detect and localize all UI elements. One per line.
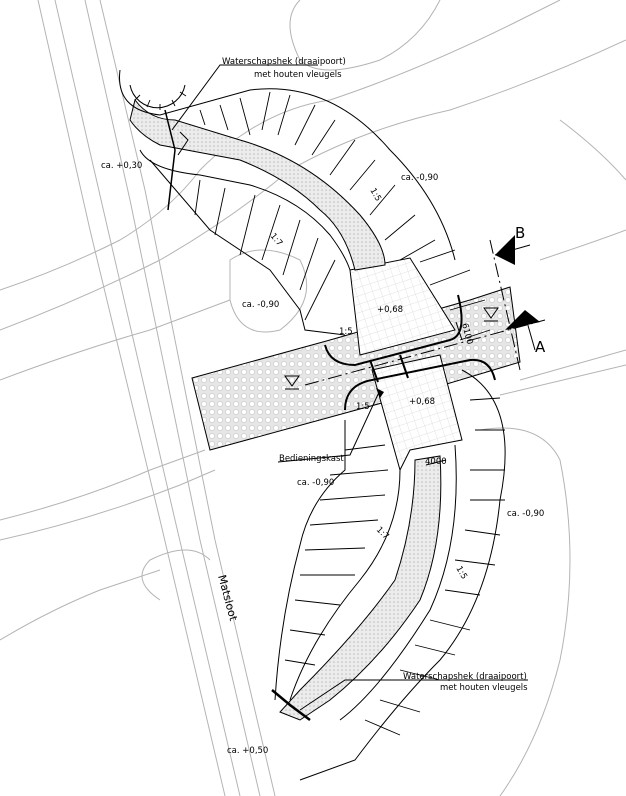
slope-hatch-north — [194, 91, 491, 341]
gate-south — [271, 689, 311, 721]
level-label: ca. -0,90 — [242, 300, 279, 310]
water-level-icon — [483, 307, 499, 322]
section-b-label: B — [515, 224, 525, 242]
waterway-label: Matsloot — [215, 573, 240, 623]
gate-north-label-2: met houten vleugels — [254, 70, 342, 80]
section-marker-a — [505, 310, 540, 351]
slope-label: 1:5 — [356, 402, 370, 412]
dimension-path: 4000 — [425, 457, 447, 467]
lock-walls — [324, 294, 496, 411]
water-level-icon — [284, 375, 300, 390]
level-label: ca. +0,50 — [227, 746, 268, 756]
path-south — [279, 455, 442, 721]
gate-south-label-2: met houten vleugels — [440, 683, 528, 693]
gate-south-label-1: Waterschapshek (draaipoort) — [403, 672, 527, 682]
section-marker-b — [494, 235, 531, 265]
level-label: ca. +0,30 — [101, 161, 142, 171]
level-label: ca. -0,90 — [297, 478, 334, 488]
platform-south — [371, 354, 463, 472]
gate-north — [164, 109, 176, 211]
path-north — [129, 98, 386, 271]
centerline — [304, 319, 546, 386]
level-label: ca. -0,90 — [401, 173, 438, 183]
slope-hatch-south — [284, 397, 505, 736]
slope-label: 1:5 — [367, 187, 383, 204]
platform-level: +0,68 — [409, 397, 435, 407]
level-label: ca. -0,90 — [507, 509, 544, 519]
platform-level: +0,68 — [377, 305, 403, 315]
slope-label: 1:5 — [339, 327, 353, 337]
control-box-label: Bedieningskast — [279, 454, 344, 464]
section-a-label: A — [535, 338, 546, 356]
slope-label: 1:7 — [374, 525, 391, 542]
slope-label: 1:5 — [453, 565, 469, 582]
platform-north — [349, 257, 456, 356]
gate-north-label-1: Waterschapshek (draaipoort) — [222, 57, 346, 67]
